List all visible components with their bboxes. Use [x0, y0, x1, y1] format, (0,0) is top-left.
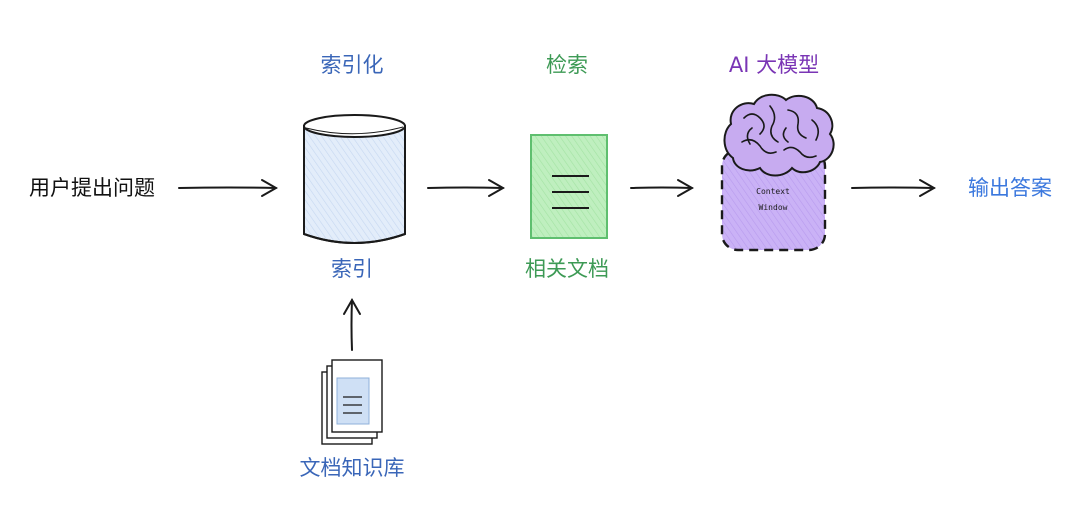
- relevant-docs-label: 相关文档: [525, 257, 609, 281]
- arrow-retrieval-to-llm: [630, 179, 695, 197]
- indexing-stage-title: 索引化: [320, 53, 384, 77]
- context-window-text-line2: Window: [759, 203, 788, 212]
- arrow-llm-to-output: [851, 179, 937, 197]
- knowledge-base-label: 文档知识库: [299, 456, 405, 480]
- document-icon: [530, 134, 608, 239]
- output-answer-label: 输出答案: [968, 176, 1052, 200]
- index-label: 索引: [331, 257, 373, 281]
- llm-stage-title: AI 大模型: [728, 53, 820, 77]
- index-cylinder-icon: [303, 114, 406, 244]
- retrieval-stage-title: 检索: [546, 53, 588, 77]
- arrow-knowledge-base-to-index: [343, 297, 361, 351]
- user-question-label: 用户提出问题: [29, 176, 155, 200]
- arrow-question-to-index: [178, 179, 279, 197]
- brain-icon: [723, 93, 835, 177]
- knowledge-base-docs-icon: [321, 359, 383, 445]
- arrow-index-to-retrieval: [427, 179, 506, 197]
- context-window-text-line1: Context: [756, 187, 790, 196]
